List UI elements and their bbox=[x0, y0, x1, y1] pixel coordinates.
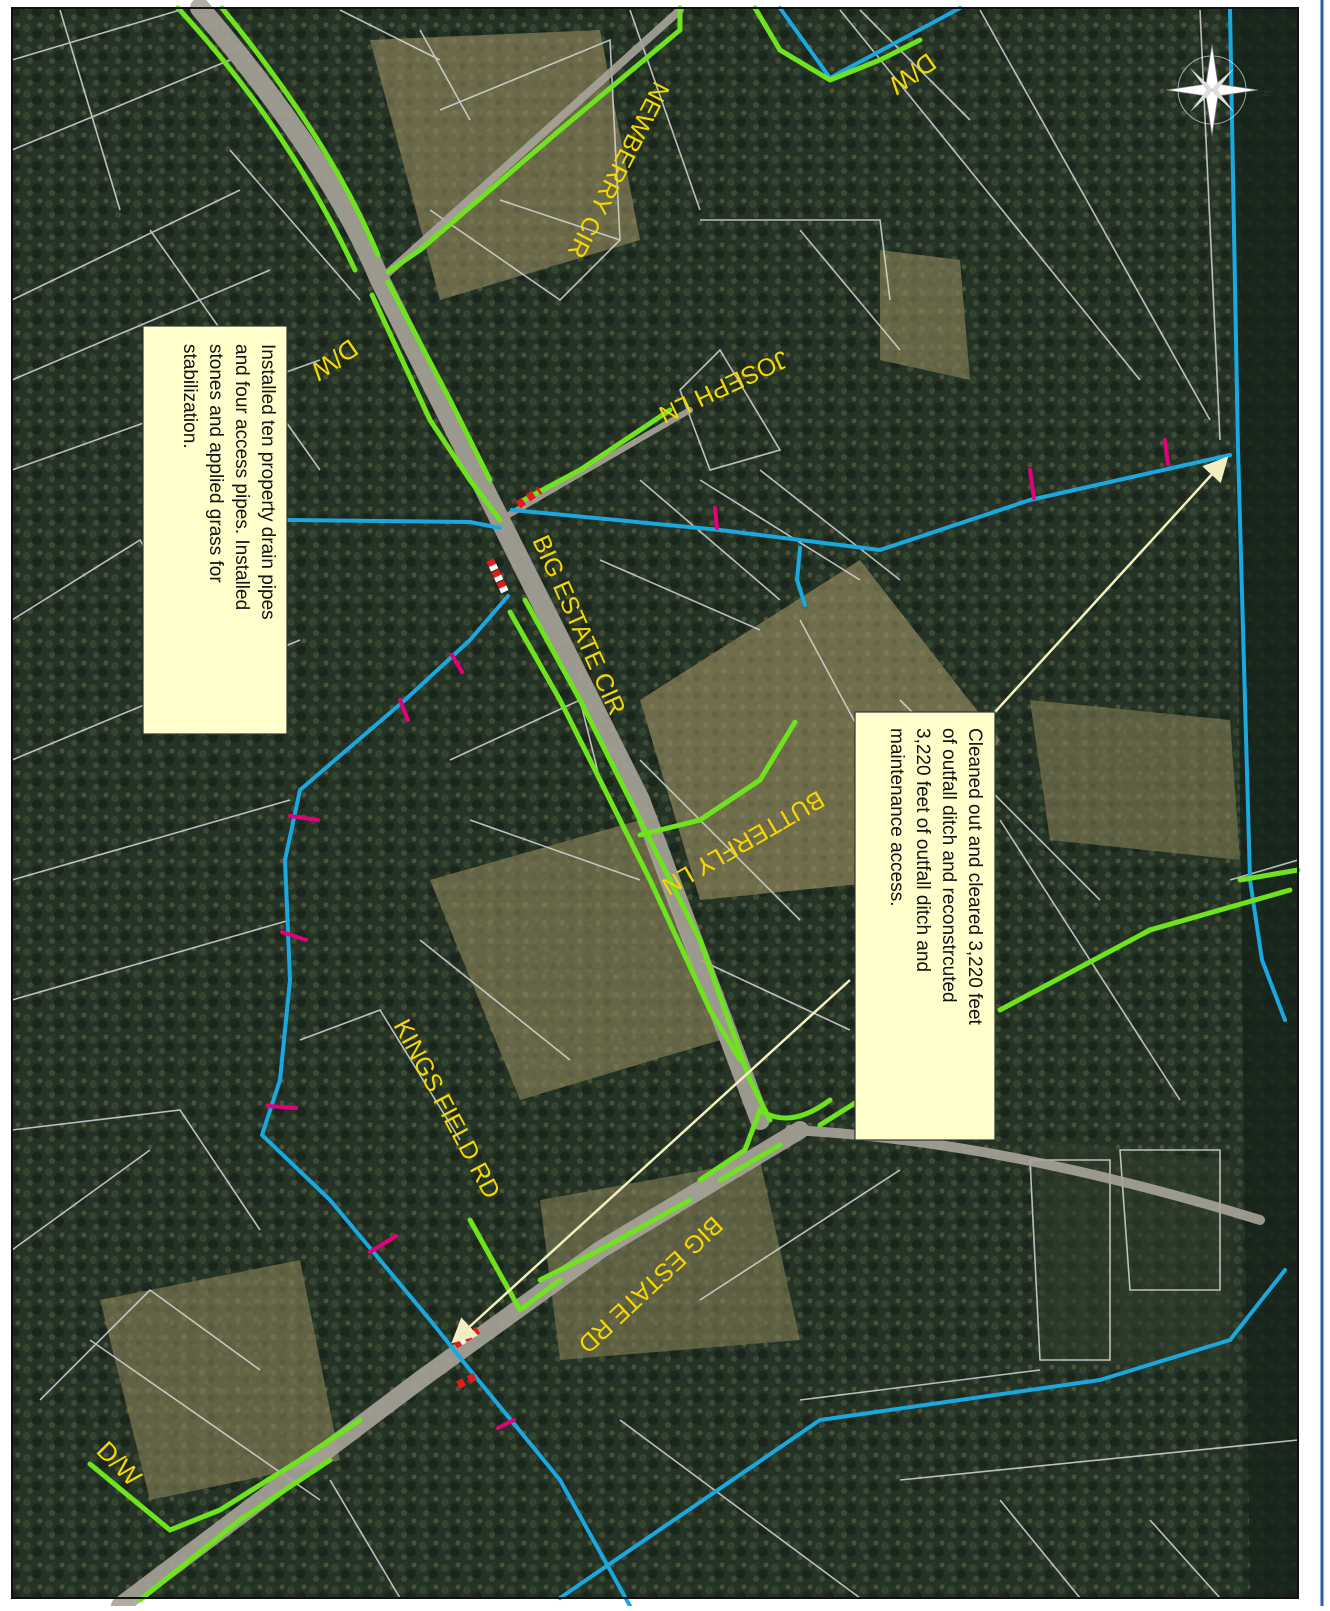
callout-outfall-ditch-line-1: Cleaned out and cleared 3,220 feet bbox=[964, 728, 985, 1026]
compass-e: E bbox=[1208, 147, 1218, 153]
compass-rose-icon: N S E W bbox=[1149, 31, 1271, 153]
callout-outfall-ditch: Cleaned out and cleared 3,220 feet of ou… bbox=[854, 711, 996, 1141]
callout-drain-pipes-line-4: stabilization. bbox=[179, 344, 200, 449]
callout-outfall-ditch-line-4: maintenance access. bbox=[886, 728, 907, 907]
callout-outfall-ditch-line-3: 3,220 feet of outfall ditch and bbox=[912, 728, 933, 972]
callout-outfall-ditch-line-2: of outfall ditch and reconstrcuted bbox=[938, 728, 959, 1003]
aerial-imagery bbox=[12, 8, 1298, 1598]
roadside-ditches bbox=[87, 5, 1301, 1603]
road-surfaces bbox=[111, 0, 1265, 1611]
drain-pipe-markers bbox=[266, 438, 1170, 1430]
callout-drain-pipes-line-3: stones and applied grass for bbox=[205, 344, 226, 583]
callout-drain-pipes-line-2: and four access pipes. Installed bbox=[231, 344, 252, 610]
map-frame-border bbox=[11, 0, 1324, 1606]
compass-w: W bbox=[1208, 31, 1218, 40]
callout-drain-pipes: Installed ten property drain pipes and f… bbox=[142, 325, 288, 735]
callout-leader-lines bbox=[451, 456, 1229, 1344]
compass-n: N bbox=[1261, 90, 1271, 97]
compass-s: S bbox=[1149, 88, 1159, 94]
callout-drain-pipes-line-1: Installed ten property drain pipes bbox=[257, 344, 278, 620]
